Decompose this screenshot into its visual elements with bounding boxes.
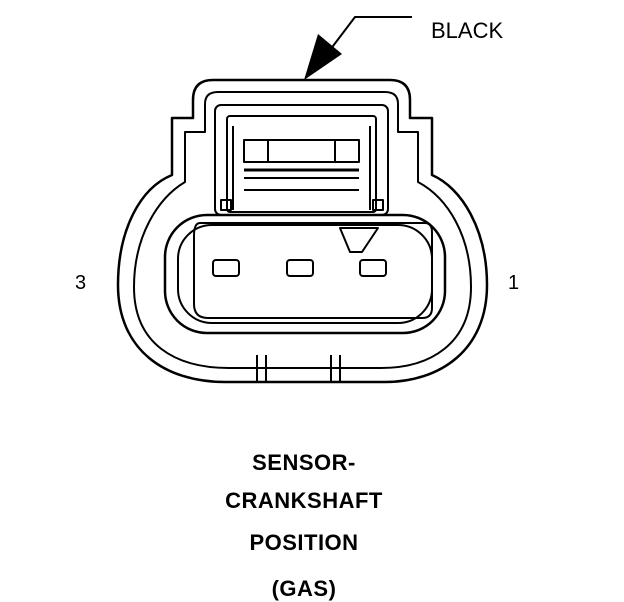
connector-outer-housing <box>116 78 489 384</box>
bottom-ribs <box>256 355 341 382</box>
pin-cavity-2 <box>286 259 314 277</box>
caption-line-1: SENSOR- <box>252 450 356 475</box>
caption-line-4: (GAS) <box>271 576 337 601</box>
pin-cavity-3 <box>212 259 240 277</box>
pin-number-right: 1 <box>508 272 520 294</box>
pin-cavities <box>212 259 387 277</box>
caption-line-3: POSITION <box>249 530 359 555</box>
connector-inner-housing <box>133 91 472 369</box>
pin-number-left: 3 <box>75 272 87 294</box>
connector-face <box>163 213 447 335</box>
connector-latch <box>214 104 389 216</box>
leader-arrow <box>304 16 412 80</box>
caption-line-2: CRANKSHAFT <box>225 488 383 513</box>
connector-color-label: BLACK <box>431 18 504 43</box>
pin-cavity-1 <box>359 259 387 277</box>
